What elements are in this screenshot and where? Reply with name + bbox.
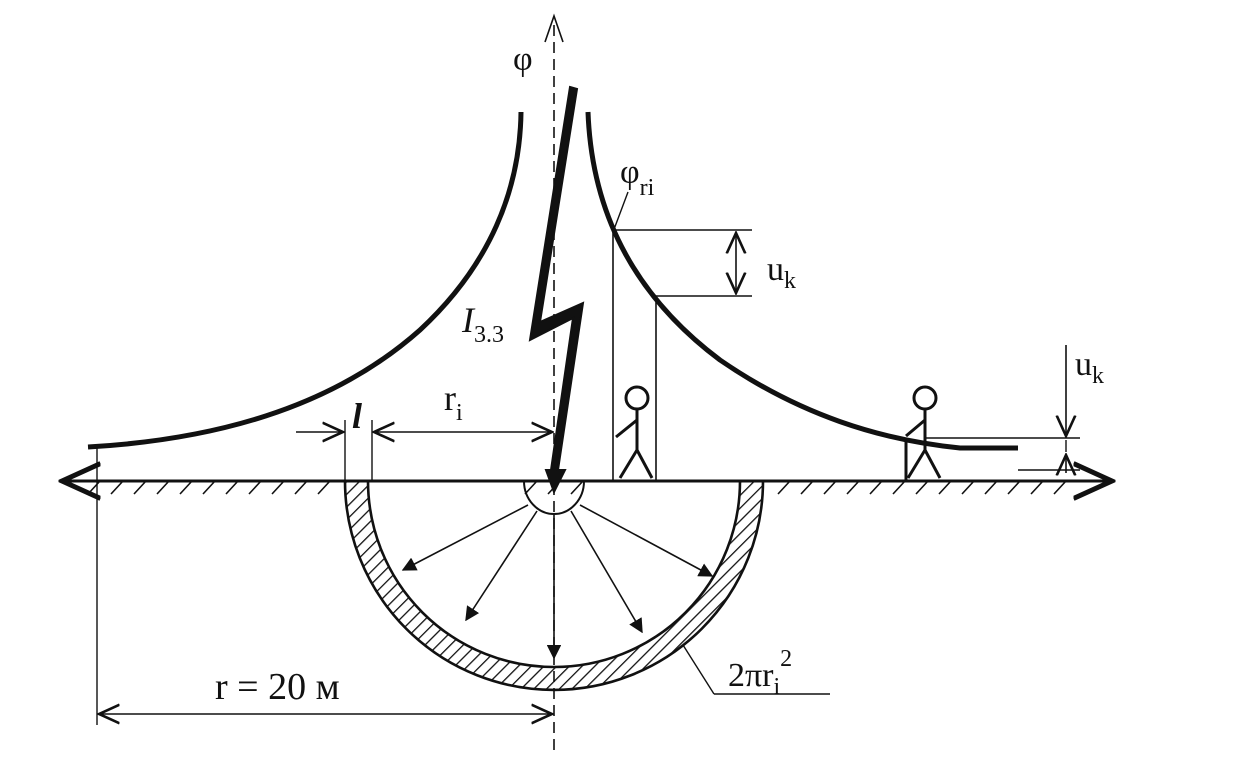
person-touch — [615, 385, 654, 479]
ground-hatch-tick — [1053, 480, 1067, 495]
potential-curve-right — [585, 111, 1018, 451]
electrode-hemisphere — [523, 480, 585, 515]
phi-axis-label: φ — [513, 41, 533, 78]
phi-axis-arrowhead — [544, 13, 564, 43]
person-step — [904, 385, 942, 481]
ground-hatch-tick — [1030, 480, 1044, 495]
ground-hatch-tick — [87, 480, 101, 495]
current-arrow-5 — [579, 504, 714, 577]
current-arrow-2 — [465, 510, 538, 622]
area-label: 2πri2 — [728, 646, 792, 700]
ground-hatch-tick — [892, 480, 906, 495]
ground-hatch-tick — [202, 480, 216, 495]
ground-hatch-tick — [156, 480, 170, 495]
ground-hatch-tick — [294, 480, 308, 495]
ground-hatch-tick — [524, 480, 538, 495]
uk-upper-label: uk — [767, 251, 796, 294]
current-arrows — [401, 504, 714, 660]
phi-ri-label: φri — [620, 154, 655, 201]
ground-hatch-tick — [777, 480, 791, 495]
ground-hatch-tick — [846, 480, 860, 495]
uk-right-label: uk — [1075, 346, 1104, 389]
current-label: I3.3 — [461, 300, 504, 348]
ground-hatch-tick — [938, 480, 952, 495]
area-leader-1 — [682, 644, 715, 695]
ground-hatch-tick — [317, 480, 331, 495]
ground-hatch-tick — [133, 480, 147, 495]
ground-hatch-tick — [179, 480, 193, 495]
ground-hatch-tick — [1007, 480, 1021, 495]
l-label: l — [352, 396, 362, 436]
current-arrow-1 — [401, 504, 529, 571]
ground-hatch-tick — [984, 480, 998, 495]
ground-hatch-tick — [915, 480, 929, 495]
ground-hatch-tick — [800, 480, 814, 495]
ground-hatch-tick — [248, 480, 262, 495]
r-dimension-label: r = 20 м — [215, 666, 340, 708]
ground-hatch-tick — [225, 480, 239, 495]
ground-hatch-tick — [271, 480, 285, 495]
ri-label: ri — [444, 378, 463, 426]
hemisphere-shell — [343, 479, 765, 692]
ground-hatch-tick — [110, 480, 124, 495]
ground-hatch-tick — [869, 480, 883, 495]
lightning-bolt — [528, 85, 585, 495]
ground-hatch-tick — [823, 480, 837, 495]
current-arrow-4 — [570, 510, 643, 634]
phi-ri-leader — [612, 191, 629, 233]
ground-hatch-tick — [570, 480, 584, 495]
ground-hatching — [87, 480, 1067, 495]
potential-curve-left — [87, 111, 524, 450]
ground-hatch-tick — [961, 480, 975, 495]
